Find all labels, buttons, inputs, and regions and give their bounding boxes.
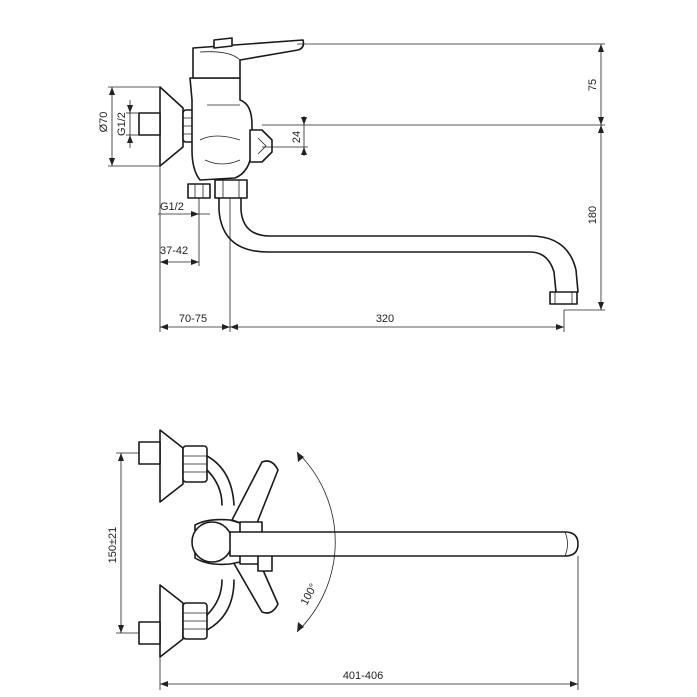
spout-top: [229, 531, 579, 557]
dimension-label-180: 180: [587, 206, 599, 224]
dimension-37-42: 37-42: [160, 245, 199, 265]
spout: [218, 197, 579, 305]
dimension-label-401-406: 401-406: [343, 670, 383, 682]
dimension-180: 180: [587, 125, 604, 310]
dimension-inlet-thread: G1/2: [116, 100, 133, 148]
top-extension-lines: [116, 452, 579, 690]
bottom-connectors: [187, 179, 248, 199]
diverter-knob: [249, 129, 273, 163]
dimension-label-150: 150±21: [107, 527, 119, 564]
top-view: 100° 150±21 401-406: [107, 429, 579, 690]
dimension-150: 150±21: [107, 453, 124, 633]
dimension-diameter-70: Ø70: [98, 87, 115, 166]
side-view: 75 180 24 Ø70 G1/2: [98, 37, 605, 332]
dimension-75: 75: [587, 44, 604, 125]
dimension-label-75: 75: [587, 79, 599, 91]
dimension-label-320: 320: [376, 313, 394, 325]
dimension-401-406: 401-406: [160, 670, 578, 687]
dimension-label-37-42: 37-42: [160, 245, 188, 257]
mixer-body: [189, 77, 253, 181]
upper-inlet: [138, 429, 208, 503]
connecting-arms: [206, 455, 235, 631]
dimension-320: 320: [230, 313, 564, 330]
lower-inlet: [138, 584, 208, 658]
dimension-70-75: 70-75: [160, 313, 230, 330]
dimension-label-rotation: 100°: [299, 582, 320, 608]
wall-flange: [138, 86, 184, 167]
dimension-bottom-thread: G1/2: [158, 201, 210, 217]
dimension-label-diameter-70: Ø70: [98, 112, 110, 133]
dimension-label-70-75: 70-75: [179, 313, 207, 325]
dimension-label-inlet-thread: G1/2: [116, 112, 128, 136]
extension-lines: [108, 43, 605, 332]
lever-handle: [192, 37, 305, 79]
dimension-24: 24: [291, 116, 307, 156]
lever-positions: [231, 460, 279, 614]
dimension-label-bottom-thread: G1/2: [160, 201, 184, 213]
dimension-label-24: 24: [291, 131, 303, 143]
